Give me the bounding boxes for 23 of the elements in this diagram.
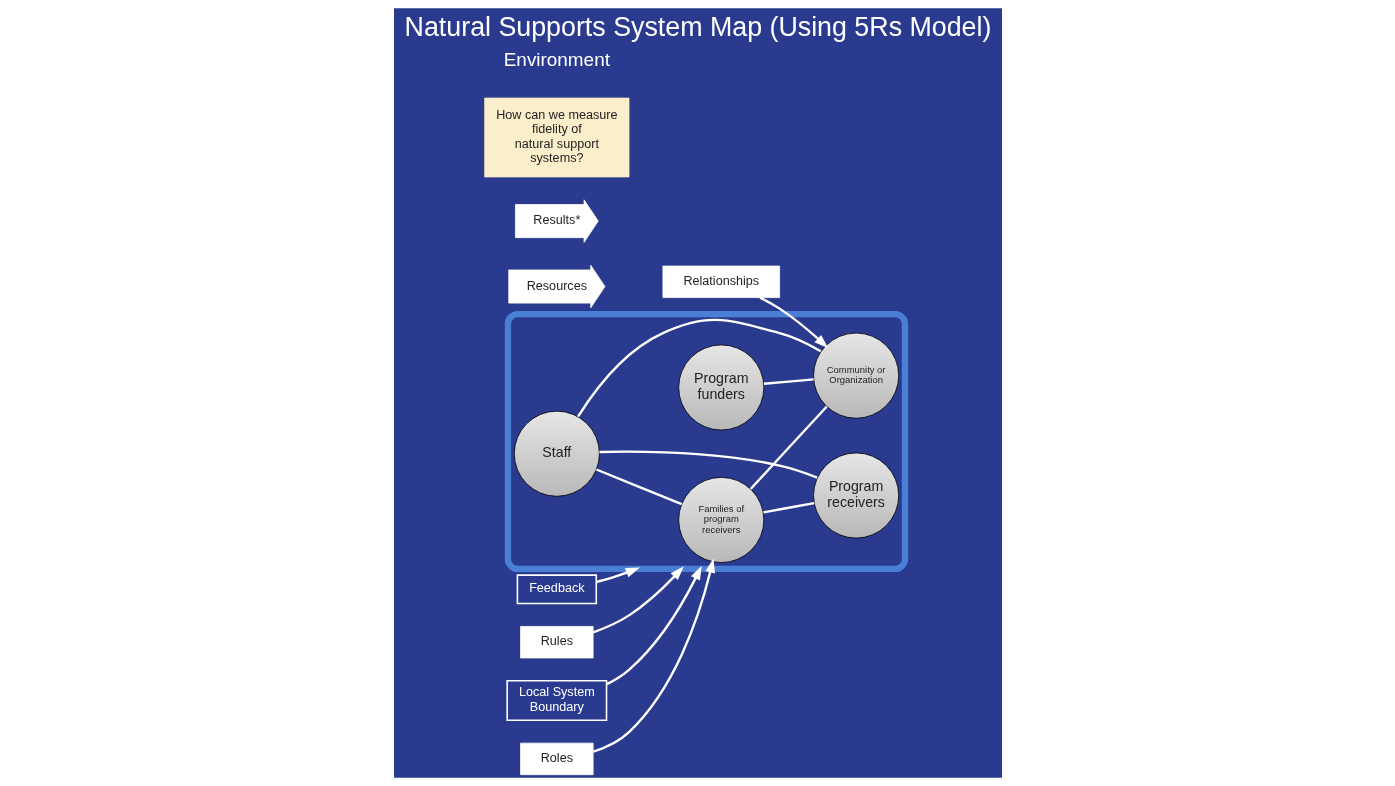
node-circle: Staff bbox=[513, 410, 600, 497]
connector bbox=[598, 450, 818, 479]
arrow bbox=[605, 565, 702, 686]
node-box: Relationships bbox=[662, 265, 780, 298]
label: Environment bbox=[503, 48, 610, 70]
connector bbox=[763, 378, 814, 385]
connector bbox=[576, 318, 821, 418]
diagram-title: Natural Supports System Map (Using 5Rs Model) bbox=[404, 11, 991, 42]
arrow bbox=[595, 567, 640, 584]
node-circle: Program funders bbox=[677, 344, 764, 431]
node-box: Feedback bbox=[516, 574, 597, 605]
connector bbox=[762, 501, 814, 514]
arrow bbox=[759, 296, 828, 349]
connector bbox=[749, 405, 828, 490]
node-box: Roles bbox=[519, 742, 593, 776]
node-box: How can we measure fidelity of natural support systems? bbox=[483, 97, 629, 178]
node-box: Rules bbox=[519, 626, 593, 659]
connector bbox=[595, 468, 682, 506]
arrow bbox=[592, 558, 715, 753]
node-circle: Families of program receivers bbox=[677, 477, 764, 563]
node-box: Local System Boundary bbox=[505, 680, 607, 722]
arrow bbox=[592, 566, 684, 634]
node-circle: Program receivers bbox=[812, 452, 899, 539]
